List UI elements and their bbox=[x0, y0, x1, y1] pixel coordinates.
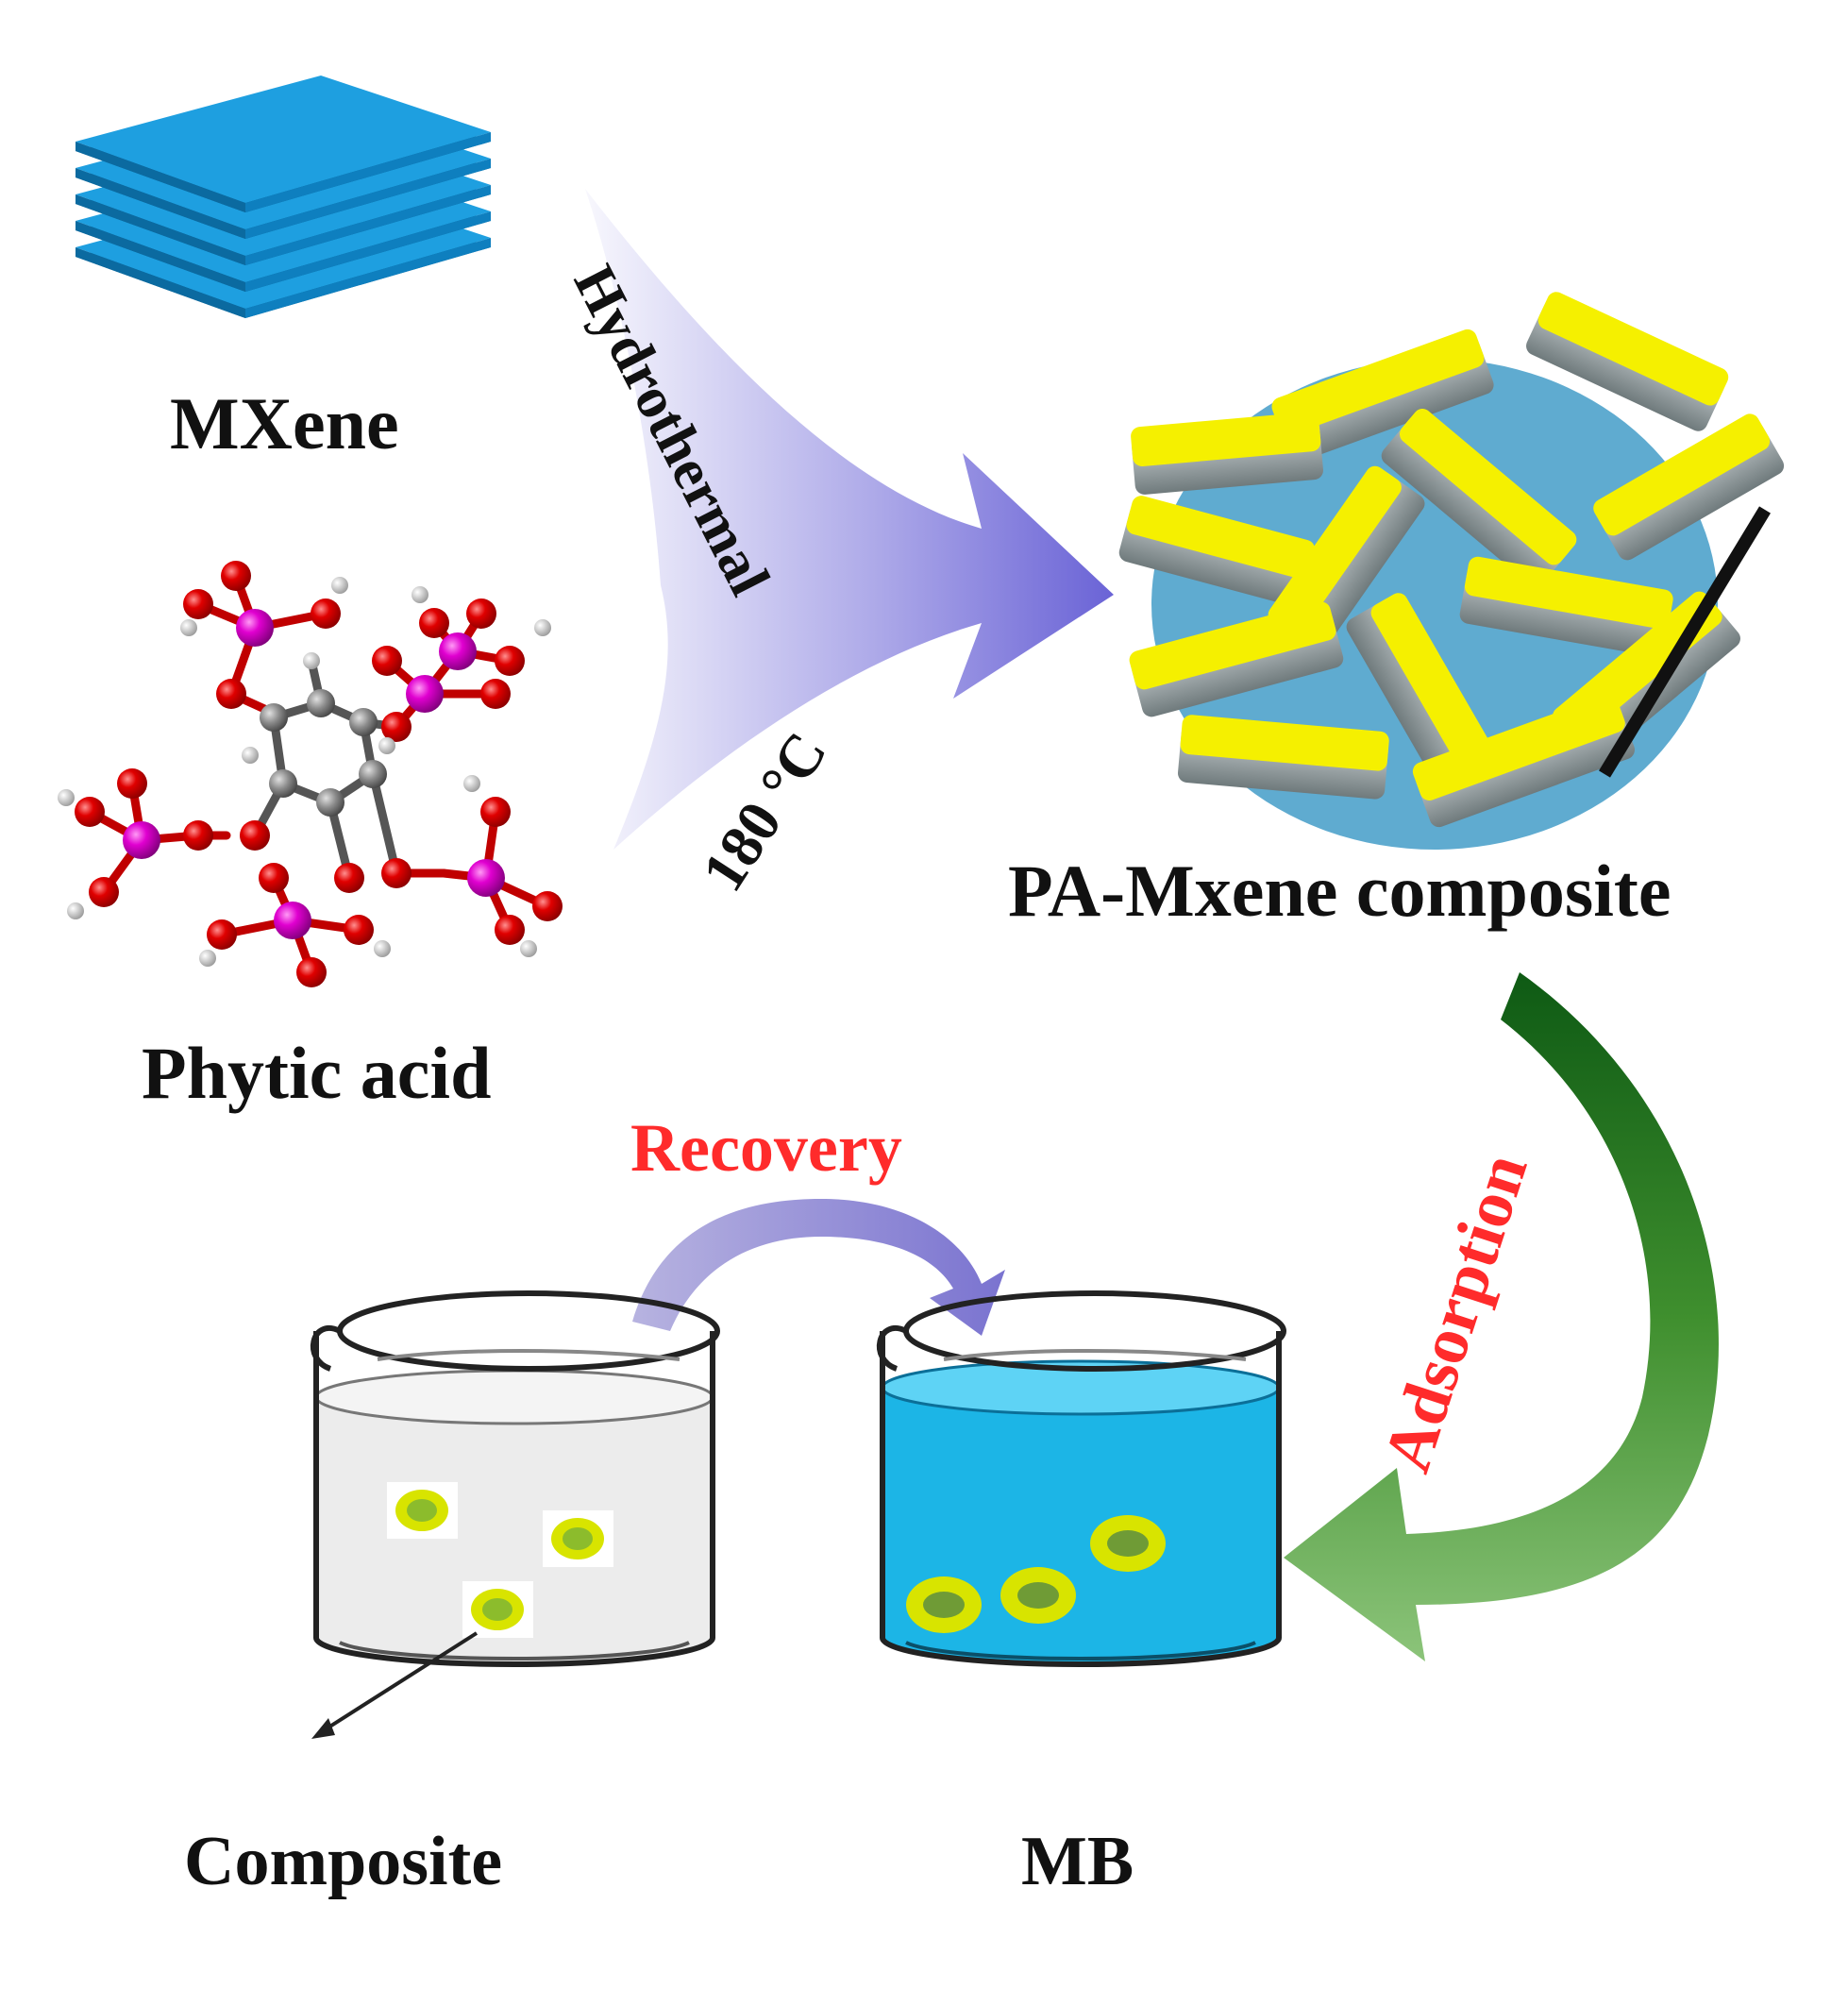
mb-label: MB bbox=[1021, 1823, 1134, 1900]
recovery-label: Recovery bbox=[630, 1110, 902, 1186]
mxene-label: MXene bbox=[170, 382, 399, 464]
composite-particle bbox=[387, 1482, 458, 1539]
composite-pointer-arrow bbox=[311, 1631, 479, 1739]
composite-beaker bbox=[311, 1290, 720, 1739]
mxene-layered-sheets bbox=[76, 76, 491, 318]
adsorption-arrow bbox=[1284, 972, 1719, 1661]
mb-particle bbox=[1090, 1515, 1166, 1572]
composite-label: Composite bbox=[184, 1823, 503, 1900]
mb-particle bbox=[906, 1576, 982, 1633]
mb-particle bbox=[1000, 1567, 1076, 1624]
phytic-acid-label: Phytic acid bbox=[142, 1032, 492, 1114]
composite-particle bbox=[462, 1581, 533, 1638]
synthesis-arrow bbox=[585, 189, 1114, 850]
phytic-acid-molecule bbox=[58, 561, 563, 987]
pa-mxene-composite-cluster bbox=[1118, 292, 1785, 850]
pa-mxene-composite-label: PA-Mxene composite bbox=[1008, 850, 1672, 932]
recovery-arrow bbox=[632, 1199, 1005, 1336]
mb-beaker bbox=[877, 1290, 1286, 1667]
composite-particle bbox=[543, 1510, 613, 1567]
